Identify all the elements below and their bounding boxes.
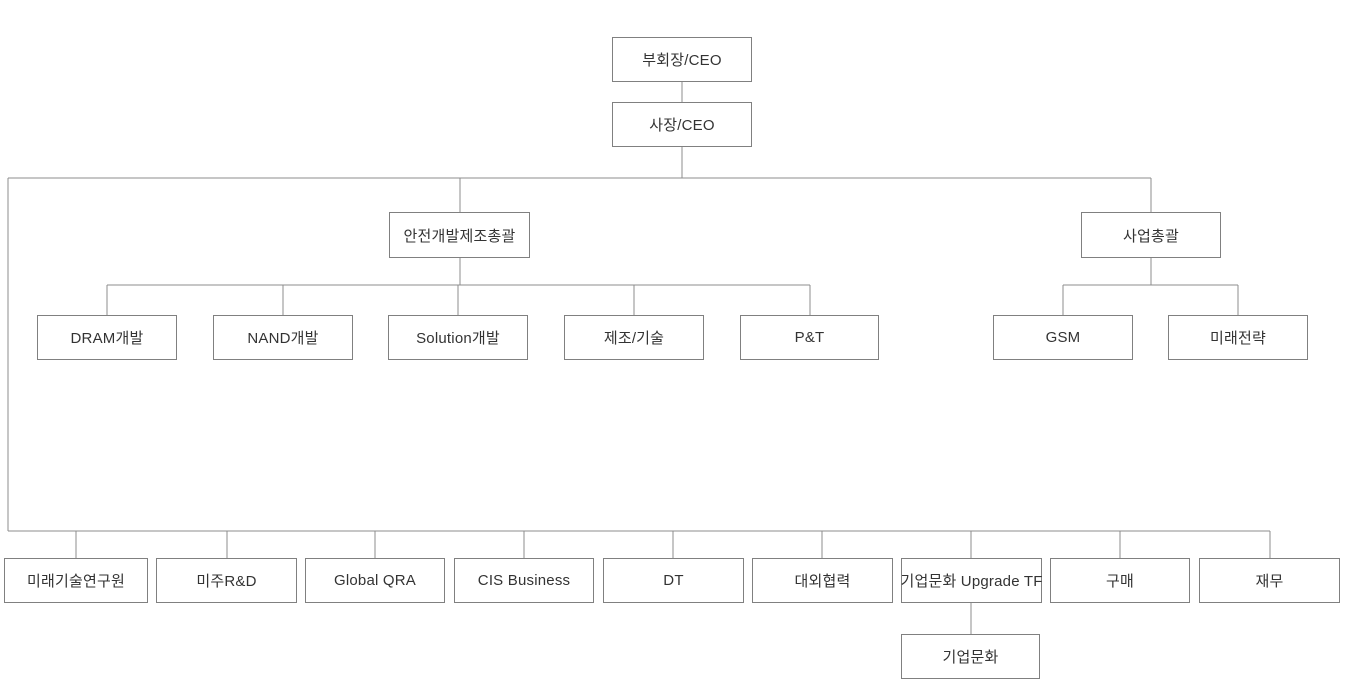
- org-node-president-ceo: 사장/CEO: [612, 102, 752, 147]
- org-node-mfg-tech: 제조/기술: [564, 315, 704, 360]
- org-node-dt: DT: [603, 558, 744, 603]
- org-node-future-tech-institute: 미래기술연구원: [4, 558, 148, 603]
- org-node-purchasing: 구매: [1050, 558, 1190, 603]
- org-node-solution-dev: Solution개발: [388, 315, 528, 360]
- org-node-finance: 재무: [1199, 558, 1340, 603]
- org-node-corp-culture-upgrade-tf: 기업문화 Upgrade TF: [900, 558, 1042, 603]
- org-node-global-qra: Global QRA: [305, 558, 445, 603]
- org-node-business-group: 사업총괄: [1081, 212, 1221, 258]
- org-node-safety-dev-mfg-group: 안전개발제조총괄: [389, 212, 530, 258]
- org-node-gsm: GSM: [993, 315, 1133, 360]
- org-node-vice-chairman-ceo: 부회장/CEO: [612, 37, 752, 82]
- org-node-nand-dev: NAND개발: [213, 315, 353, 360]
- org-node-americas-rnd: 미주R&D: [156, 558, 297, 603]
- org-node-dram-dev: DRAM개발: [37, 315, 177, 360]
- org-node-future-strategy: 미래전략: [1168, 315, 1308, 360]
- org-node-corp-culture: 기업문화: [901, 634, 1040, 679]
- org-node-p-and-t: P&T: [740, 315, 879, 360]
- org-node-cis-business: CIS Business: [454, 558, 594, 603]
- org-node-external-cooperation: 대외협력: [752, 558, 893, 603]
